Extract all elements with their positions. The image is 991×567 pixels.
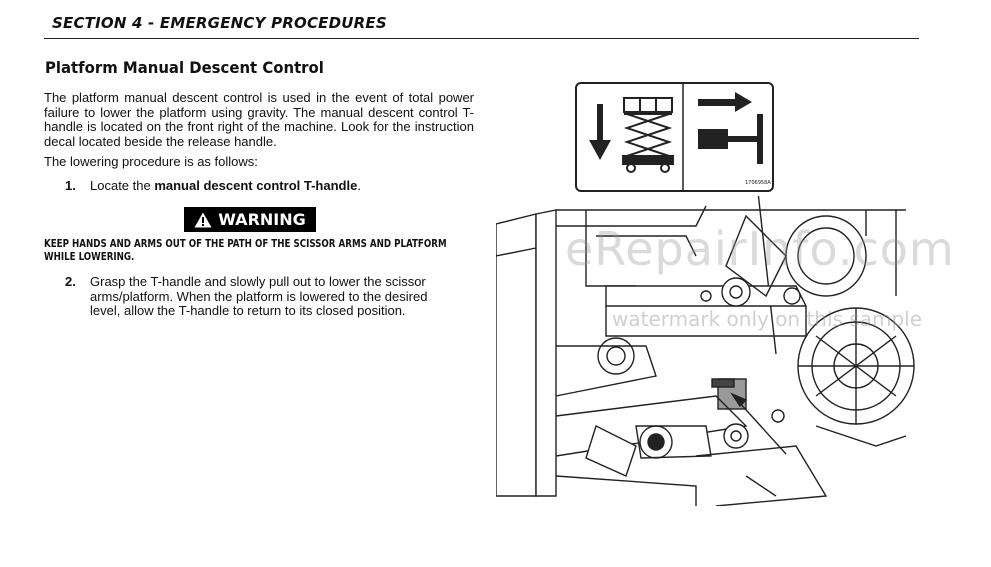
step-text-bold: manual descent control T-handle — [154, 178, 358, 193]
scissor-lift-icon — [622, 97, 674, 173]
warning-text: KEEP HANDS AND ARMS OUT OF THE PATH OF T… — [44, 238, 447, 263]
step-text: Grasp the T-handle and slowly pull out t… — [90, 274, 428, 318]
decal-code: 1706958A — [745, 180, 771, 186]
header-rule — [44, 38, 919, 39]
decal-graphic — [589, 84, 763, 190]
watermark-text: eRepairInfo.com — [565, 222, 955, 276]
down-arrow-icon — [589, 104, 611, 160]
step-number: 1. — [65, 178, 76, 193]
step-number: 2. — [65, 274, 76, 289]
step-text: Locate the manual descent control T-hand… — [90, 178, 460, 194]
watermark-subtext: watermark only on this sample — [612, 307, 923, 331]
step-text-plain: Locate the — [90, 178, 155, 193]
t-handle-icon — [698, 114, 763, 164]
warning-label-text: WARNING — [218, 210, 306, 229]
procedure-intro: The lowering procedure is as follows: — [44, 154, 258, 169]
machine-illustration — [496, 196, 915, 506]
warning-triangle-icon — [194, 212, 212, 227]
warning-label: WARNING — [184, 207, 316, 232]
page-title: Platform Manual Descent Control — [45, 58, 324, 77]
intro-paragraph: The platform manual descent control is u… — [44, 90, 474, 149]
instruction-decal — [575, 82, 774, 192]
step-text-end: . — [357, 178, 361, 193]
right-arrow-icon — [698, 92, 752, 112]
section-header: SECTION 4 - EMERGENCY PROCEDURES — [52, 14, 387, 32]
